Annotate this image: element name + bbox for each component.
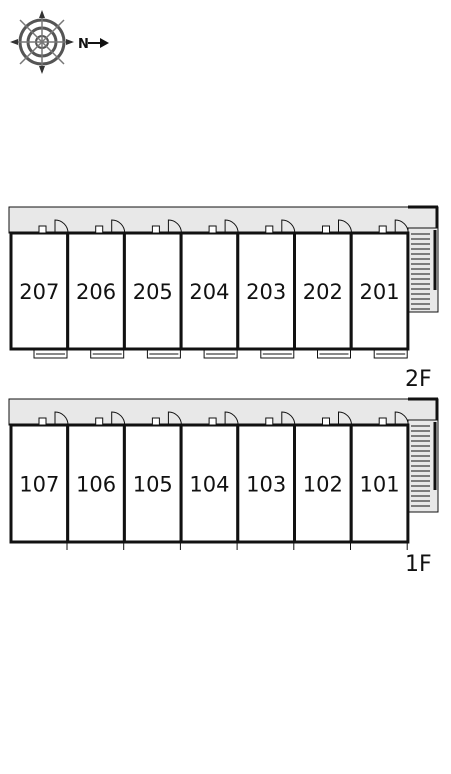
unit-number: 104	[189, 473, 229, 497]
unit-room	[66, 231, 126, 351]
unit-number: 103	[246, 473, 286, 497]
door-icon	[322, 411, 352, 426]
unit-104: 104	[179, 411, 240, 550]
unit-room	[293, 231, 353, 351]
unit-room	[179, 231, 240, 351]
door-icon	[265, 411, 296, 426]
unit-107: 107	[9, 411, 70, 550]
door-icon	[151, 219, 182, 234]
stairs-icon	[407, 419, 439, 513]
unit-room	[236, 231, 297, 351]
door-icon	[38, 411, 69, 426]
unit-207: 207	[9, 219, 70, 359]
unit-number: 204	[189, 280, 229, 304]
unit-number: 105	[133, 473, 173, 497]
corridor	[8, 206, 439, 234]
unit-room	[293, 423, 353, 544]
unit-102: 102	[293, 411, 353, 550]
unit-106: 106	[66, 411, 126, 550]
compass-north-letter: N	[78, 37, 89, 52]
unit-101: 101	[349, 411, 410, 550]
unit-205: 205	[122, 219, 183, 359]
floor-1f: 107 106 105 104 103 102 101 1F	[8, 397, 439, 577]
unit-room	[122, 231, 183, 351]
unit-103: 103	[236, 411, 297, 550]
door-icon	[95, 219, 126, 234]
unit-number: 207	[19, 280, 59, 304]
unit-206: 206	[66, 219, 126, 359]
door-icon	[265, 219, 296, 234]
door-icon	[378, 411, 409, 426]
unit-105: 105	[122, 411, 183, 550]
unit-number: 106	[76, 473, 116, 497]
door-icon	[95, 411, 126, 426]
door-icon	[38, 219, 69, 234]
door-icon	[208, 411, 239, 426]
unit-number: 205	[133, 280, 173, 304]
unit-202: 202	[293, 219, 353, 359]
unit-number: 101	[360, 473, 400, 497]
unit-201: 201	[349, 219, 410, 359]
door-icon	[322, 219, 352, 234]
floor-label: 2F	[405, 367, 432, 392]
unit-number: 107	[19, 473, 59, 497]
door-icon	[151, 411, 182, 426]
unit-room	[349, 231, 410, 351]
unit-number: 201	[360, 280, 400, 304]
door-icon	[208, 219, 239, 234]
corridor	[8, 398, 439, 426]
unit-204: 204	[179, 219, 240, 359]
door-icon	[378, 219, 409, 234]
floor-label: 1F	[405, 552, 432, 577]
unit-number: 102	[303, 473, 343, 497]
unit-number: 206	[76, 280, 116, 304]
north-arrow-icon	[100, 38, 109, 48]
floor-2f: 207 206 205 204 203 202 201 2F	[8, 205, 439, 392]
compass-icon: N	[10, 10, 109, 74]
unit-203: 203	[236, 219, 297, 359]
unit-number: 203	[246, 280, 286, 304]
unit-number: 202	[303, 280, 343, 304]
stairs-icon	[407, 227, 439, 313]
